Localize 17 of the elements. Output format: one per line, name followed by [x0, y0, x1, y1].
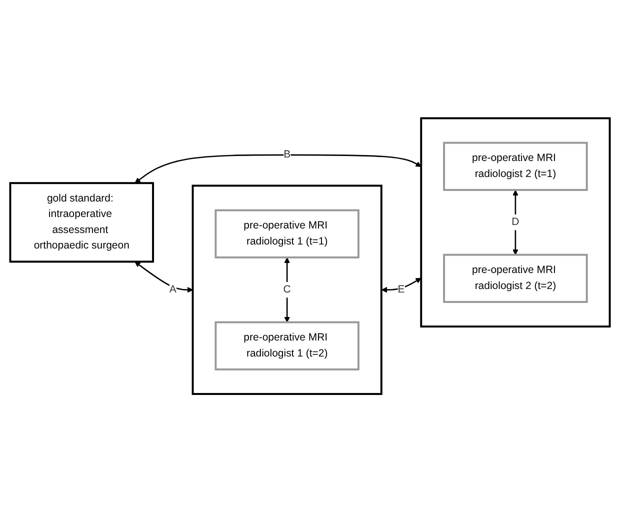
- arrow: [381, 278, 422, 294]
- arrow: [512, 190, 518, 256]
- node-box: pre-operative MRI radiologist 1 (t=2): [214, 322, 360, 371]
- edge-label: D: [512, 216, 520, 228]
- cluster: [192, 185, 382, 396]
- cluster: [420, 118, 611, 328]
- arrow: [134, 154, 422, 184]
- edge-label: E: [398, 284, 405, 296]
- node-box: pre-operative MRI radiologist 2 (t=2): [443, 254, 588, 304]
- edge-label: C: [283, 284, 291, 296]
- edge-label: B: [284, 149, 291, 161]
- edge-label: A: [169, 284, 176, 296]
- node-box: pre-operative MRI radiologist 1 (t=1): [214, 210, 360, 259]
- arrow: [284, 258, 290, 323]
- node-box: gold standard: intraoperative assessment orthopaedic surgeon: [9, 182, 154, 264]
- arrow: [134, 262, 194, 294]
- node-box: pre-operative MRI radiologist 2 (t=1): [443, 142, 588, 192]
